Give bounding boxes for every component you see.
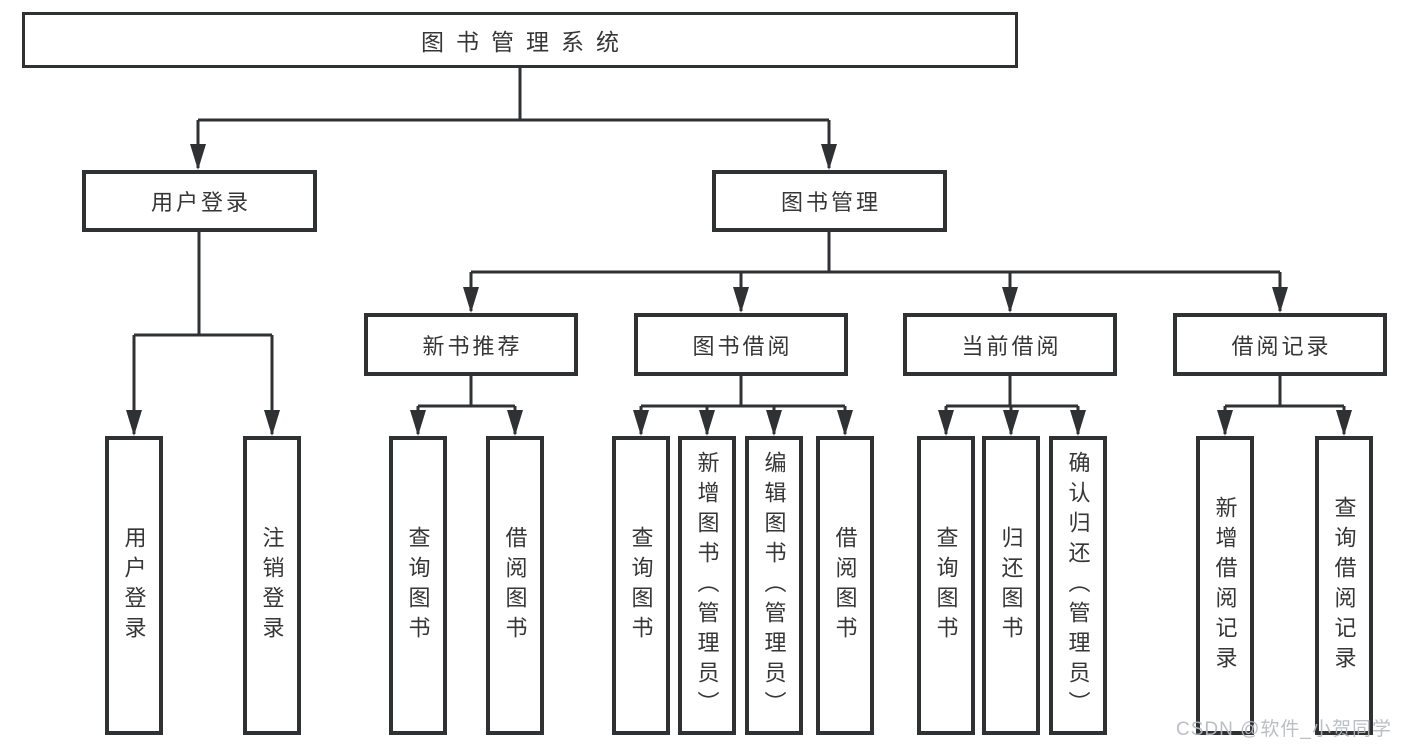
leaf-borrow-add-books-admin-label: 新增图书（管理员）: [694, 450, 720, 721]
arrowhead-icon: [938, 410, 954, 436]
node-current-borrowing: 当前借阅: [903, 313, 1117, 376]
arrowhead-icon: [507, 410, 523, 436]
node-root: 图书管理系统: [22, 12, 1018, 68]
node-user-login: 用户登录: [82, 170, 317, 232]
leaf-borrow-query-books: 查询图书: [612, 436, 670, 735]
arrowhead-icon: [1070, 410, 1086, 436]
node-borrowing-records-label: 借阅记录: [1231, 333, 1332, 359]
leaf-current-confirm-return-admin: 确认归还（管理员）: [1049, 436, 1107, 735]
leaf-user-login: 用户登录: [105, 436, 163, 735]
leaf-borrow-query-books-label: 查询图书: [628, 525, 654, 646]
node-root-label: 图书管理系统: [421, 29, 631, 55]
connector-root-to-level2: [196, 68, 831, 168]
leaf-current-confirm-return-admin-label: 确认归还（管理员）: [1065, 450, 1091, 721]
leaf-borrow-add-books-admin: 新增图书（管理员）: [678, 436, 736, 735]
connector-borrowrecord-to-leaves: [1223, 376, 1346, 434]
leaf-current-return-books-label: 归还图书: [998, 525, 1024, 646]
leaf-borrow-edit-books-admin-label: 编辑图书（管理员）: [761, 450, 787, 721]
connector-newbook-to-leaves: [416, 376, 517, 434]
leaf-record-query-borrow-record-label: 查询借阅记录: [1331, 495, 1357, 676]
node-new-book-recommend: 新书推荐: [364, 313, 578, 376]
arrowhead-icon: [1002, 287, 1018, 313]
arrowhead-icon: [410, 410, 426, 436]
arrowhead-icon: [1217, 410, 1233, 436]
node-new-book-recommend-label: 新书推荐: [422, 333, 523, 359]
leaf-current-query-books-label: 查询图书: [933, 525, 959, 646]
arrowhead-icon: [190, 144, 206, 170]
node-book-management-label: 图书管理: [780, 190, 881, 215]
arrowhead-icon: [733, 287, 749, 313]
leaf-record-add-borrow-record: 新增借阅记录: [1196, 436, 1254, 735]
leaf-borrow-edit-books-admin: 编辑图书（管理员）: [745, 436, 803, 735]
node-book-borrowing: 图书借阅: [634, 313, 848, 376]
leaf-newbook-query-books: 查询图书: [389, 436, 447, 735]
arrowhead-icon: [1003, 410, 1019, 436]
arrowhead-icon: [837, 410, 853, 436]
arrowhead-icon: [1336, 410, 1352, 436]
arrowhead-icon: [821, 144, 837, 170]
leaf-user-login-label: 用户登录: [121, 525, 147, 646]
node-borrowing-records: 借阅记录: [1173, 313, 1387, 376]
connector-bookborrow-to-leaves: [639, 376, 847, 434]
arrowhead-icon: [633, 410, 649, 436]
leaf-newbook-query-books-label: 查询图书: [405, 525, 431, 646]
arrowhead-icon: [1272, 287, 1288, 313]
arrowhead-icon: [463, 287, 479, 313]
arrowhead-icon: [699, 410, 715, 436]
leaf-logout-label: 注销登录: [259, 525, 285, 646]
arrowhead-icon: [766, 410, 782, 436]
leaf-borrow-borrow-books-label: 借阅图书: [832, 525, 858, 646]
connector-currentborrow-to-leaves: [944, 376, 1080, 434]
node-user-login-label: 用户登录: [150, 190, 251, 215]
leaf-current-query-books: 查询图书: [917, 436, 975, 735]
connector-bookmgmt-to-modules: [469, 232, 1282, 311]
leaf-borrow-borrow-books: 借阅图书: [816, 436, 874, 735]
watermark: CSDN @软件_小贺同学: [1176, 719, 1392, 740]
arrowhead-icon: [126, 410, 142, 436]
node-book-borrowing-label: 图书借阅: [692, 333, 793, 359]
node-current-borrowing-label: 当前借阅: [961, 333, 1062, 359]
leaf-logout: 注销登录: [243, 436, 301, 735]
leaf-record-query-borrow-record: 查询借阅记录: [1315, 436, 1373, 735]
leaf-newbook-borrow-books: 借阅图书: [486, 436, 544, 735]
node-book-management: 图书管理: [712, 170, 947, 232]
connector-userlogin-to-leaves: [132, 232, 274, 434]
leaf-record-add-borrow-record-label: 新增借阅记录: [1212, 495, 1238, 676]
leaf-current-return-books: 归还图书: [982, 436, 1040, 735]
leaf-newbook-borrow-books-label: 借阅图书: [502, 525, 528, 646]
arrowhead-icon: [264, 410, 280, 436]
